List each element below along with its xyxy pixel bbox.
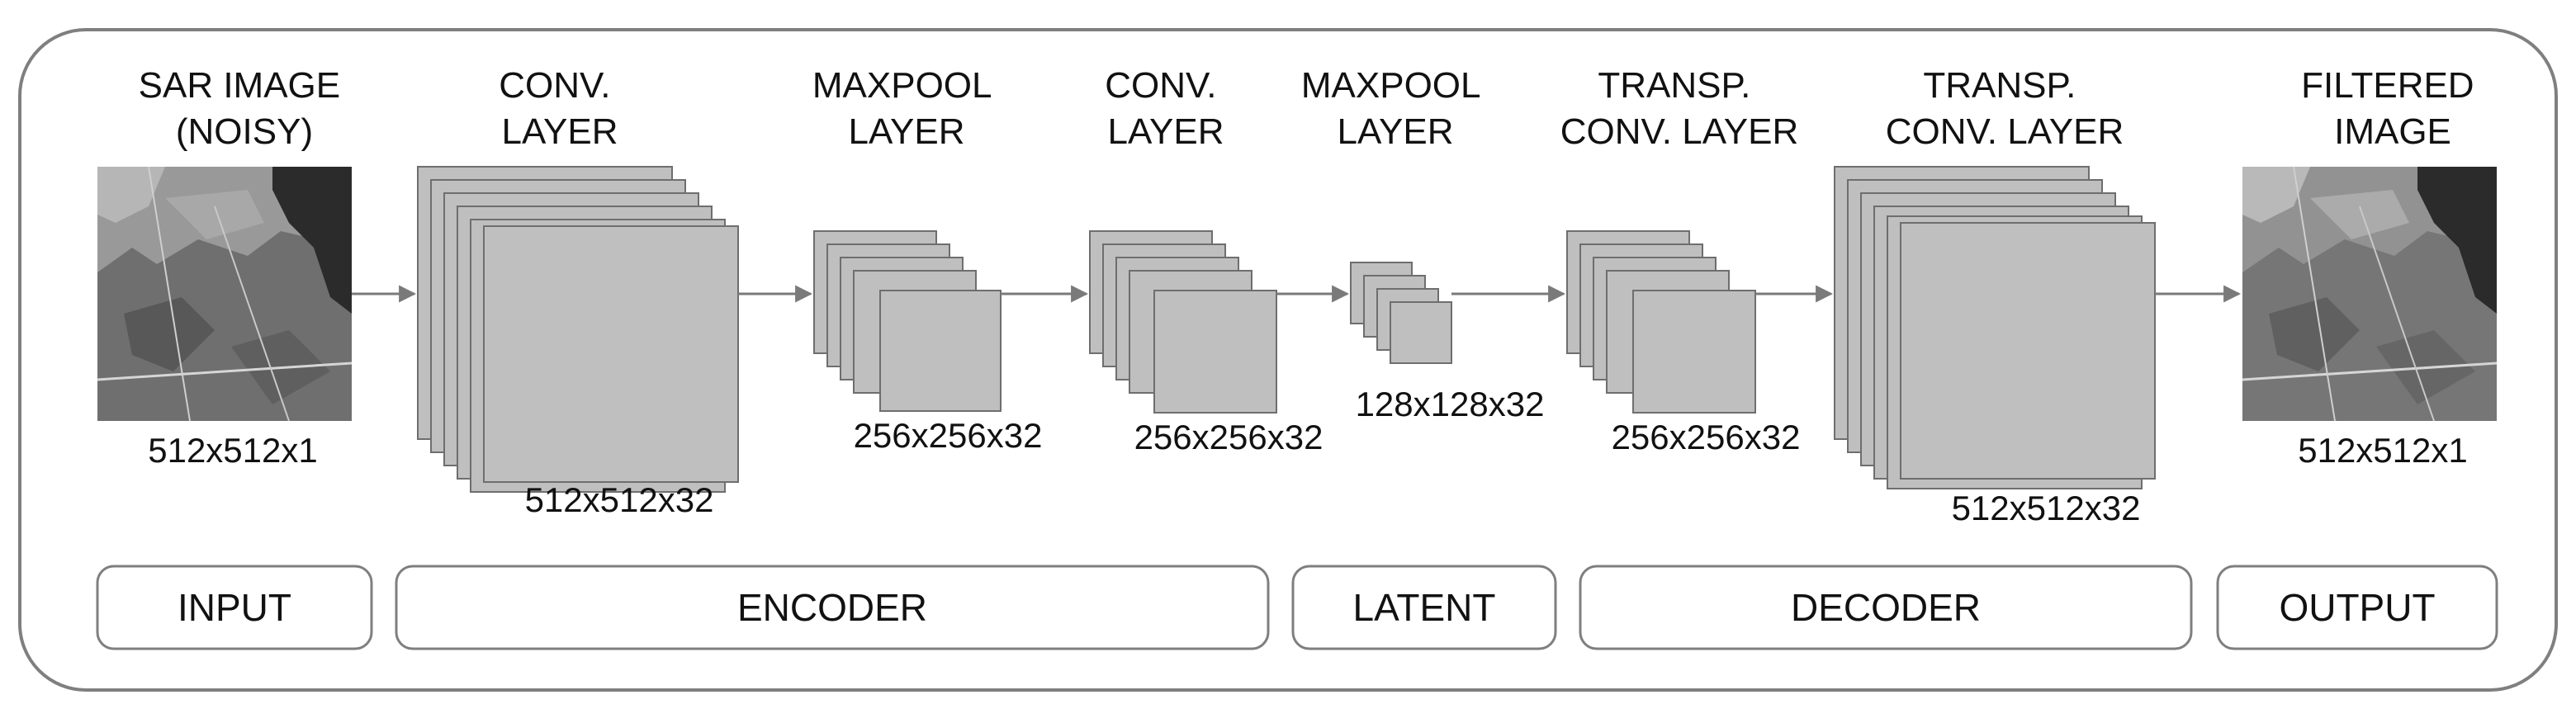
outer-frame [18, 28, 2558, 692]
maxpool-layer-2-dims: 128x128x32 [1356, 385, 1545, 423]
filtered-image [2242, 166, 2498, 422]
maxpool-layer-2-title: MAXPOOL LAYER [1301, 65, 1489, 152]
transp-conv-layer-2-title: TRANSP. CONV. LAYER [1886, 65, 2124, 152]
svg-text:LATENT: LATENT [1353, 586, 1496, 629]
maxpool-layer-2-stack [1350, 262, 1452, 364]
stage-latent: LATENT [1291, 565, 1557, 650]
svg-text:INPUT: INPUT [178, 586, 291, 629]
svg-text:OUTPUT: OUTPUT [2279, 586, 2435, 629]
sar-image-noisy [97, 166, 353, 422]
conv-layer-2-dims: 256x256x32 [1134, 418, 1324, 456]
svg-text:ENCODER: ENCODER [737, 586, 927, 629]
conv-layer-1-title: CONV. LAYER [499, 65, 621, 152]
maxpool-layer-1-dims: 256x256x32 [854, 416, 1043, 455]
conv-layer-1-dims: 512x512x32 [525, 480, 714, 519]
svg-text:DECODER: DECODER [1791, 586, 1981, 629]
stage-encoder: ENCODER [395, 565, 1270, 650]
input-dims: 512x512x1 [148, 431, 318, 470]
conv-layer-2-stack [1089, 230, 1277, 414]
input-image-title: SAR IMAGE (NOISY) [139, 65, 351, 152]
transp-conv-layer-1-stack [1566, 230, 1756, 414]
output-dims: 512x512x1 [2298, 431, 2468, 470]
transp-conv-layer-1-title: TRANSP. CONV. LAYER [1560, 65, 1799, 152]
stage-decoder: DECODER [1579, 565, 2193, 650]
stage-output: OUTPUT [2216, 565, 2498, 650]
stage-input: INPUT [96, 565, 373, 650]
conv-layer-1-stack [417, 166, 739, 493]
output-image-title: FILTERED IMAGE [2301, 65, 2484, 152]
transp-conv-layer-1-dims: 256x256x32 [1612, 418, 1801, 456]
maxpool-layer-1-title: MAXPOOL LAYER [812, 65, 1001, 152]
transp-conv-layer-2-stack [1834, 166, 2156, 489]
transp-conv-layer-2-dims: 512x512x32 [1952, 489, 2141, 527]
maxpool-layer-1-stack [813, 230, 1002, 412]
conv-layer-2-title: CONV. LAYER [1105, 65, 1227, 152]
